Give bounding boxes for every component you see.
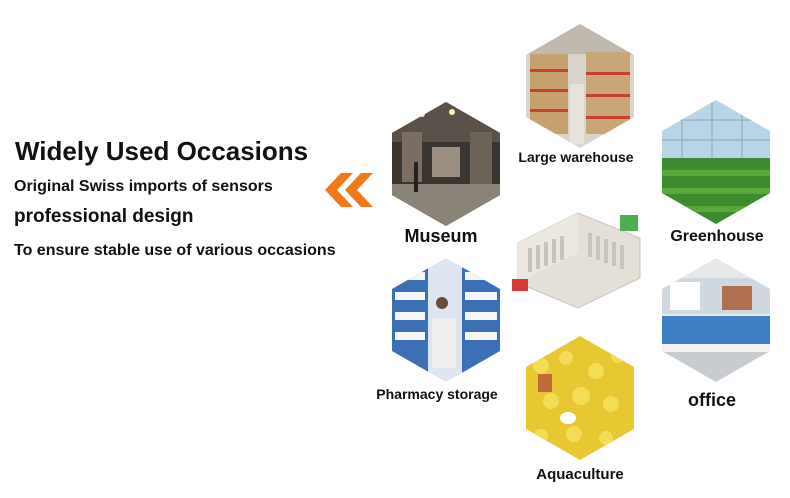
aquaculture-image <box>526 336 634 460</box>
label-aquaculture: Aquaculture <box>536 466 624 483</box>
subtitle-design: professional design <box>14 206 194 227</box>
subtitle-sensors: Original Swiss imports of sensors <box>14 178 273 195</box>
label-museum: Museum <box>404 226 478 246</box>
pharmacy-image <box>392 258 500 382</box>
page-title: Widely Used Occasions <box>15 136 309 166</box>
warehouse-image <box>526 24 634 148</box>
museum-image <box>392 102 500 226</box>
label-office: office <box>687 390 736 410</box>
office-image <box>662 258 770 382</box>
subtitle-stable-use: To ensure stable use of various occasion… <box>14 242 336 259</box>
greenhouse-image <box>662 100 770 224</box>
sensor-device-image <box>508 193 644 313</box>
label-pharmacy-storage: Pharmacy storage <box>376 386 498 402</box>
label-greenhouse: Greenhouse <box>670 228 764 245</box>
label-large-warehouse: Large warehouse <box>518 149 634 165</box>
double-chevron-left-icon <box>323 173 377 207</box>
